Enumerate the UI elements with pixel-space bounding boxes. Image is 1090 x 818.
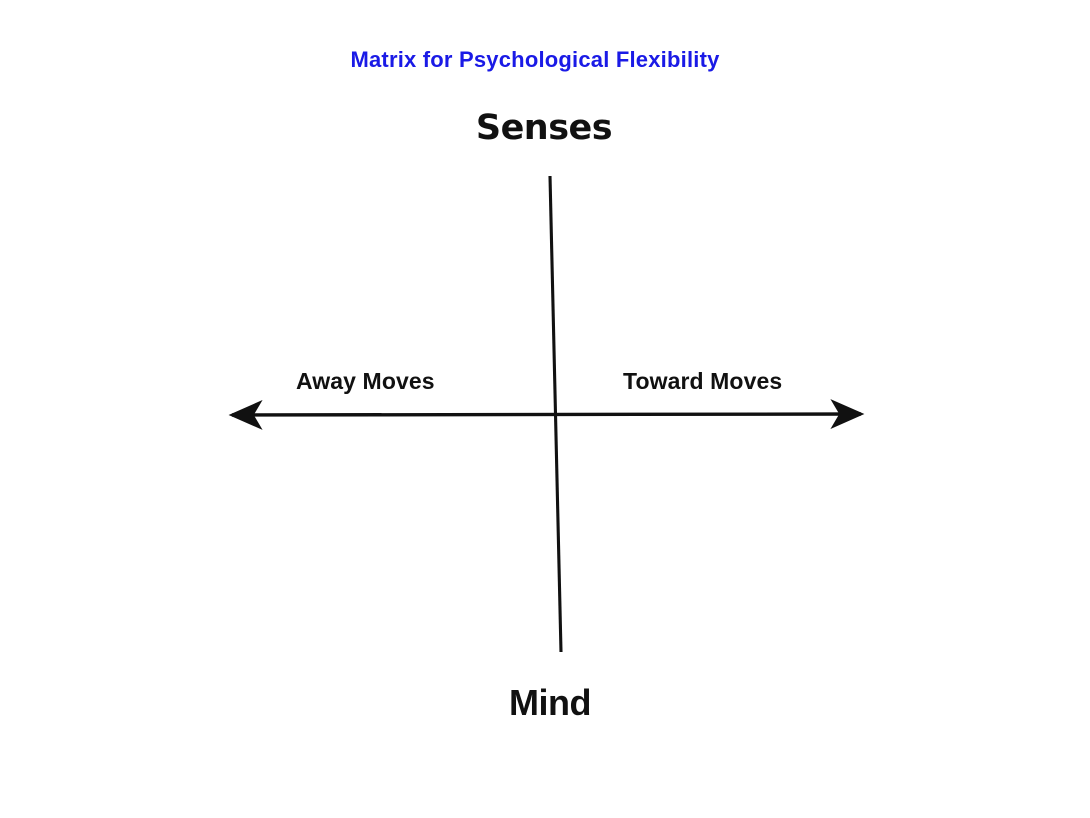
horizontal-axis-arrow: [228, 399, 865, 430]
axis-label-left-away-moves: Away Moves: [296, 368, 435, 394]
axis-label-right-toward-moves: Toward Moves: [623, 368, 783, 394]
axis-label-bottom-mind: Mind: [509, 682, 591, 723]
page-title: Matrix for Psychological Flexibility: [350, 47, 720, 72]
axis-label-top-senses: Senses: [475, 108, 613, 148]
